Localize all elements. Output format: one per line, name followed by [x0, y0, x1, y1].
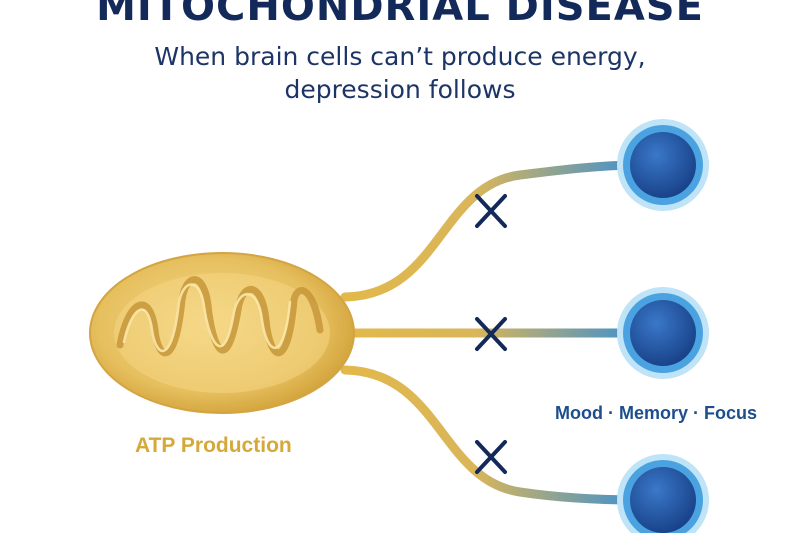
- diagram-subtitle: When brain cells can’t produce energy, d…: [0, 40, 800, 106]
- atp-production-label: ATP Production: [135, 434, 292, 457]
- pathway-top: [340, 160, 645, 302]
- blocked-x-icon-middle: [475, 317, 507, 351]
- target-nodes: [617, 119, 709, 533]
- diagram-title: MITOCHONDRIAL DISEASE: [96, 0, 704, 30]
- target-node-bottom: [617, 454, 709, 533]
- pathway-bottom: [340, 365, 645, 505]
- blocked-x-icon-top: [475, 194, 507, 228]
- subtitle-line-1: When brain cells can’t produce energy,: [154, 42, 646, 71]
- blocked-x-icon-bottom: [475, 440, 507, 474]
- subtitle-line-2: depression follows: [284, 75, 516, 104]
- outcomes-label: Mood · Memory · Focus: [555, 403, 757, 423]
- blocked-markers: [475, 194, 507, 474]
- target-node-top: [617, 119, 709, 211]
- target-node-middle: [617, 287, 709, 379]
- mitochondrion-icon: [89, 252, 355, 414]
